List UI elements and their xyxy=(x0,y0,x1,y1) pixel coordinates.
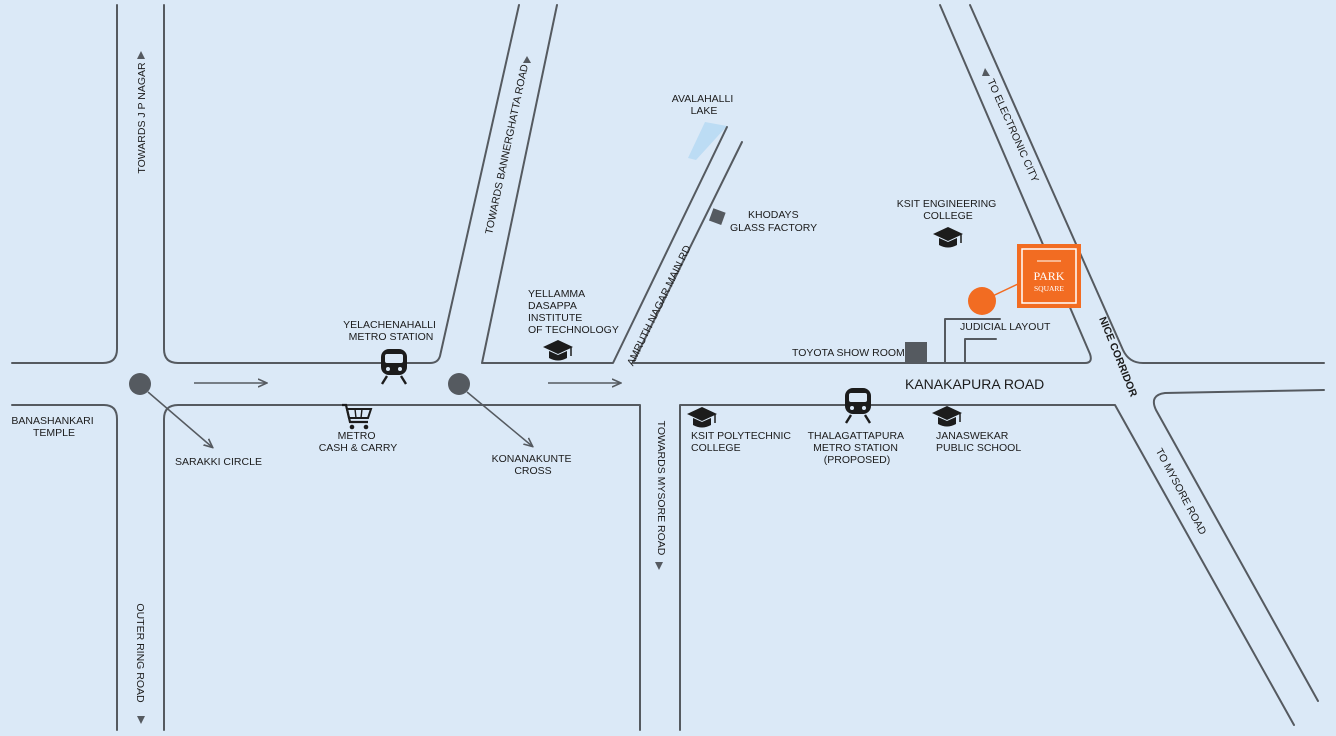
road-jp-nagar-west xyxy=(11,4,118,364)
label-toyota-show-room: TOYOTA SHOW ROOM xyxy=(792,347,905,359)
label-yelachenahalli-metro: YELACHENAHALLI METRO STATION xyxy=(343,319,439,343)
road-outer-ring-west xyxy=(11,404,118,731)
graduation-cap-icon xyxy=(932,406,962,427)
north-triangle-icon xyxy=(982,68,990,76)
brand-line1: PARK xyxy=(1034,269,1065,283)
label-judicial-layout: JUDICIAL LAYOUT xyxy=(960,321,1051,333)
road-outer-ring-east xyxy=(163,404,641,731)
north-triangle-icon xyxy=(137,51,145,59)
konanakunte-junction xyxy=(448,373,470,395)
metro-train-icon xyxy=(844,388,872,424)
brand-line2: SQUARE xyxy=(1034,284,1064,293)
graduation-cap-icon xyxy=(543,340,573,361)
sarakki-pointer-arrow xyxy=(147,391,212,447)
road-mysore-east xyxy=(1152,389,1325,702)
graduation-cap-icon xyxy=(687,407,717,428)
avalahalli-lake-shape xyxy=(688,122,727,160)
road-amruth-nagar xyxy=(632,4,1092,364)
label-yellamma-institute: YELLAMMA DASAPPA INSTITUTE OF TECHNOLOGY xyxy=(528,288,619,336)
south-triangle-icon xyxy=(655,562,663,570)
road-judicial-layout-a xyxy=(944,318,1001,364)
label-thalagattapura-metro: THALAGATTAPURA METRO STATION (PROPOSED) xyxy=(808,430,907,466)
label-janaswekar-school: JANASWEKAR PUBLIC SCHOOL xyxy=(936,430,1021,454)
graduation-cap-icon xyxy=(933,227,963,248)
road-network xyxy=(11,4,1325,731)
sarakki-junction xyxy=(129,373,151,395)
label-metro-cash-carry: METRO CASH & CARRY xyxy=(319,430,398,454)
label-sarakki-circle: SARAKKI CIRCLE xyxy=(175,456,262,468)
shopping-cart-icon xyxy=(342,403,373,430)
label-khodays: KHODAYS GLASS FACTORY xyxy=(730,209,817,234)
building-marker-icon xyxy=(905,342,927,363)
road-jp-nagar-east xyxy=(163,4,520,364)
road-electronic-city xyxy=(969,4,1325,364)
north-triangle-icon xyxy=(523,56,531,63)
label-konanakunte-cross: KONANAKUNTE CROSS xyxy=(492,453,575,477)
location-pin-icon xyxy=(968,287,996,315)
label-kanakapura-road: KANAKAPURA ROAD xyxy=(905,376,1044,392)
park-square-logo-border xyxy=(1021,248,1077,304)
konanakunte-pointer-arrow xyxy=(466,391,532,446)
label-avalahalli-lake: AVALAHALLI LAKE xyxy=(672,93,736,117)
building-marker-icon xyxy=(708,208,726,225)
label-ksit-engineering: KSIT ENGINEERING COLLEGE xyxy=(897,198,1000,222)
road-bannerghatta xyxy=(481,4,728,364)
label-banashankari-temple: BANASHANKARI TEMPLE xyxy=(11,415,96,439)
label-towards-jp-nagar: TOWARDS J P NAGAR xyxy=(136,62,148,174)
label-towards-mysore-road: TOWARDS MYSORE ROAD xyxy=(655,421,667,556)
road-judicial-layout-b xyxy=(964,338,997,364)
south-triangle-icon xyxy=(137,716,145,724)
label-ksit-polytechnic: KSIT POLYTECHNIC COLLEGE xyxy=(691,430,794,454)
park-square-logo xyxy=(1017,244,1081,308)
label-outer-ring-road: OUTER RING ROAD xyxy=(134,603,146,703)
metro-train-icon xyxy=(380,349,408,385)
road-mysore-west xyxy=(679,404,1295,731)
